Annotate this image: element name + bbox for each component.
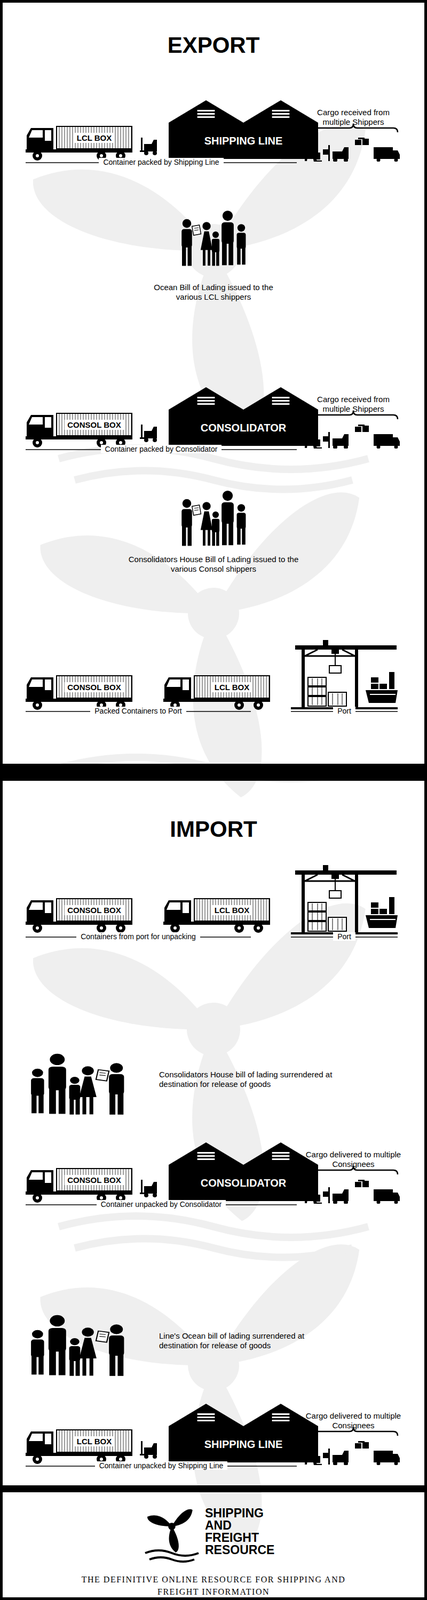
port-crane [290,640,398,710]
note: Cargo received from multiple Shippers [317,394,390,414]
container-label: LCL BOX [74,132,115,144]
watermark [0,10,424,1574]
container-box: LCL BOX [193,675,271,700]
label-box: Ocean Bill of Lading issued to the vario… [144,282,283,303]
warehouse-shape [168,1143,319,1203]
container-box: CONSOL BOX [56,675,133,700]
note: THE DEFINITIVE ONLINE RESOURCE FOR SHIPP… [81,1576,346,1598]
note: Cargo received from multiple Shippers [317,107,390,127]
container-label: LCL BOX [211,682,253,693]
warehouse: SHIPPING LINE [168,100,319,160]
label-box: Port [290,932,398,943]
note: Cargo delivered to multiple Consignees [305,1150,401,1170]
label-box: Container packed by Shipping Line [54,157,268,168]
warehouse: CONSOLIDATOR [168,387,319,447]
container-box: CONSOL BOX [56,1168,133,1193]
label-box: SHIPPING AND FREIGHT RESOURCE [204,1508,286,1558]
note: Ocean Bill of Lading issued to the vario… [153,282,273,302]
label-box: THE DEFINITIVE ONLINE RESOURCE FOR SHIPP… [74,1574,353,1600]
container-box: LCL BOX [193,898,271,923]
caption: Container unpacked by Shipping Line [95,1462,228,1472]
label-box: Line's Ocean bill of lading surrendered … [159,1332,325,1352]
label-box: Cargo delivered to multiple Consignees [302,1150,405,1170]
warehouse-shape [168,100,319,160]
container-box: CONSOL BOX [56,898,133,923]
warehouse-label: SHIPPING LINE [168,1439,319,1452]
port-crane [290,865,398,936]
container-label: CONSOL BOX [64,682,124,693]
people-group [30,1054,124,1116]
note: Consolidators House Bill of Lading issue… [128,555,299,574]
warehouse-shape [168,1404,319,1464]
container-label: CONSOL BOX [64,1175,124,1186]
label-box: EXPORT [106,32,321,59]
warehouse-shape [168,387,319,447]
label-box: Container unpacked by Consolidator [54,1200,268,1211]
caption: Container unpacked by Consolidator [96,1200,226,1210]
container-box: LCL BOX [56,1430,133,1454]
section-heading: EXPORT [167,32,260,58]
caption: Containers from port for unpacking [76,932,201,942]
warehouse-label: CONSOLIDATOR [168,422,319,435]
label-box: IMPORT [106,816,321,844]
label-box: Container unpacked by Shipping Line [54,1462,268,1472]
caption: Container packed by Shipping Line [98,157,224,167]
label-box: Cargo received from multiple Shippers [302,107,405,128]
note: SHIPPING AND FREIGHT RESOURCE [204,1507,275,1559]
people-group [181,210,246,267]
warehouse-label: CONSOLIDATOR [168,1177,319,1191]
caption: Packed Containers to Port [90,707,186,716]
container-label: LCL BOX [211,905,253,916]
warehouse: CONSOLIDATOR [168,1143,319,1203]
label-box: Cargo delivered to multiple Consignees [302,1412,405,1432]
rows [25,123,400,1468]
label-box: Cargo received from multiple Shippers [302,394,405,415]
container-label: CONSOL BOX [64,905,124,916]
watermark-waves [58,448,369,1259]
label-box: Consolidators House Bill of Lading issue… [128,555,299,575]
note: Consolidators House bill of lading surre… [159,1070,332,1090]
note: Cargo delivered to multiple Consignees [305,1412,401,1431]
container-box: CONSOL BOX [56,413,133,437]
people-group [181,491,246,547]
caption: Container packed by Consolidator [100,445,223,454]
note: Line's Ocean bill of lading surrendered … [159,1332,305,1351]
label-box: Port [290,707,398,717]
label-box: Containers from port for unpacking [31,932,245,943]
container-label: LCL BOX [74,1437,115,1448]
caption: Port [333,932,356,942]
label-box: Packed Containers to Port [31,707,245,717]
container-box: LCL BOX [56,125,133,150]
container-label: CONSOL BOX [64,420,124,431]
caption: Port [333,707,356,716]
logo-propeller [137,1495,201,1563]
label-box: Container packed by Consolidator [54,445,268,455]
label-box: Consolidators House bill of lading surre… [159,1070,358,1090]
section-heading: IMPORT [169,817,257,843]
people-group [30,1316,124,1378]
warehouse: SHIPPING LINE [168,1404,319,1464]
warehouse-label: SHIPPING LINE [168,135,319,148]
